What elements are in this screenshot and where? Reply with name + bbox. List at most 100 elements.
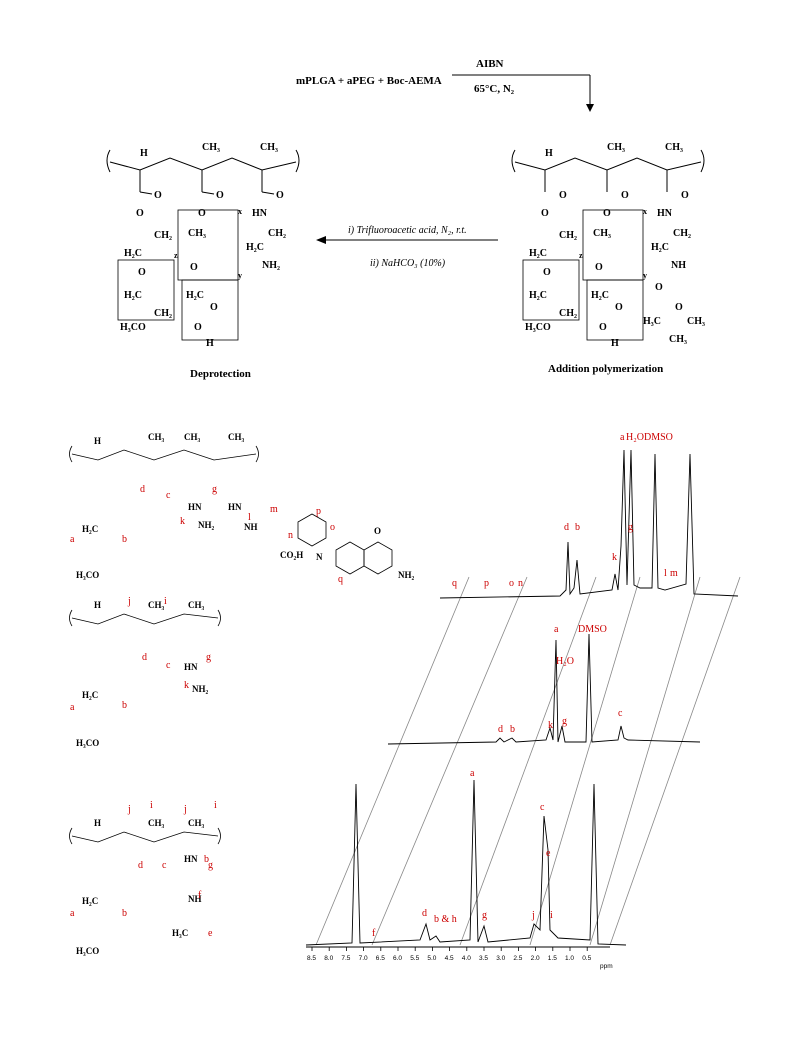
pteridine-ring-b [363,541,393,575]
bond [261,191,275,195]
atom-nh: NH [244,522,258,532]
axis-unit: ppm [600,963,613,970]
label-addition-polymerization: Addition polymerization [548,363,663,375]
axis-tick-label: 5.0 [427,955,436,962]
peak-m: m [670,568,678,579]
guide-line [315,576,470,946]
lab-d: d [142,652,147,663]
lab-e: e [208,928,213,939]
bracket-right [217,609,221,627]
peak-d: d [422,908,427,919]
lab-m: m [270,504,278,515]
peak-k: k [548,720,553,731]
atom-h2c: H₂C [82,524,98,534]
lab-j: j [183,804,187,815]
bracket-left [106,149,111,173]
spectrum-top: a H₂O DMSO d b k g l m q p o n [439,432,739,599]
structure-boc-small: H CH₃ CH₃ H₂C H₃CO HN NH H₃C j i j i a b… [69,800,221,956]
axis-tick-label: 8.0 [324,955,333,962]
atom-h: H [94,818,101,828]
axis-tick-label: 7.0 [359,955,368,962]
atom-o: O [559,190,567,201]
peak-o: o [509,578,514,589]
atom-h3co: H₃CO [120,322,146,333]
lab-c: c [162,860,167,871]
lab-b: b [122,908,127,919]
peak-d: d [564,522,569,533]
bracket-right [700,149,705,173]
lab-j: j [127,596,131,607]
atom-h3co: H₃CO [525,322,551,333]
peak-bh: b & h [434,914,457,925]
sub-y: y [643,271,647,280]
guide-line [371,576,528,946]
pteridine-ring-a [335,541,365,575]
backbone [109,157,297,171]
peak-c: c [618,708,623,719]
peak-b: b [510,724,515,735]
atom-o: O [138,267,146,278]
lab-a: a [70,702,75,713]
lab-a: a [70,908,75,919]
peak-h2o: H₂O [556,656,574,667]
lab-n: n [288,530,293,541]
atom-o: O [190,262,198,273]
spectrum-bot-line [305,779,627,946]
arrow-head-left [316,236,326,244]
lab-q: q [338,574,343,585]
atom-ch3: CH₃ [188,818,205,828]
axis-tick-label: 3.5 [479,955,488,962]
step-ii-text: ii) NaHCO₃ (10%) [370,258,446,269]
atom-h2c: H₂C [529,248,547,259]
atom-hn: HN [188,502,202,512]
label-deprotection: Deprotection [190,368,251,380]
atom-o: O [374,526,381,536]
structure-amine: H CH₃ CH₃ H₂C H₃CO HN NH₂ j i a b c d g … [69,596,221,748]
atom-h3c: H₃C [643,316,661,327]
atom-h2c: H₂C [246,242,264,253]
atom-h: H [140,148,148,159]
axis-tick-label: 4.0 [462,955,471,962]
atom-nh2: NH₂ [198,520,215,530]
sub-x: x [643,207,647,216]
axis-tick-label: 3.0 [496,955,505,962]
bracket-left [69,827,73,845]
atom-o: O [541,208,549,219]
guide-line [589,576,701,946]
atom-o: O [621,190,629,201]
lab-b: b [122,534,127,545]
peak-dmso: DMSO [578,624,607,635]
atom-ch3: CH₃ [669,334,687,345]
atom-h2c: H₂C [529,290,547,301]
reaction-header: mPLGA + aPEG + Boc-AEMA AIBN 65°C, N₂ [296,58,594,112]
peak-f: f [372,928,376,939]
atom-ch3: CH₃ [593,228,611,239]
atom-ch3: CH₃ [148,600,165,610]
lab-c: c [166,660,171,671]
atom-hn: HN [252,208,268,219]
atom-ch3: CH₃ [687,316,705,327]
step-i-text: i) Trifluoroacetic acid, N₂, r.t. [348,225,467,236]
axis-tick-label: 1.0 [565,955,574,962]
peak-a: a [554,624,559,635]
structure-folate-conjugate: H CH₃ CH₃ CH₃ H₂C H₃CO HN HN NH₂ NH CO₂H… [69,432,415,585]
axis-tick-label: 4.5 [445,955,454,962]
atom-h3co: H₃CO [76,570,99,580]
sub-x: x [238,207,242,216]
axis-tick-label: 2.0 [531,955,540,962]
structure-deprotected: H CH₃ CH₃ O O O O O HN CH₂ H₂C CH₂ H₂C N… [106,142,300,349]
atom-nh: NH [188,894,202,904]
atom-co2h: CO₂H [280,550,303,560]
atom-o: O [599,322,607,333]
atom-ch3: CH₃ [607,142,625,153]
atom-h2c: H₂C [82,690,98,700]
atom-h2c: H₂C [186,290,204,301]
peak-q: q [452,578,457,589]
atom-hn: HN [657,208,673,219]
guide-line [529,576,641,946]
atom-hn: HN [228,502,242,512]
atom-h: H [611,338,619,349]
lab-k: k [180,516,185,527]
